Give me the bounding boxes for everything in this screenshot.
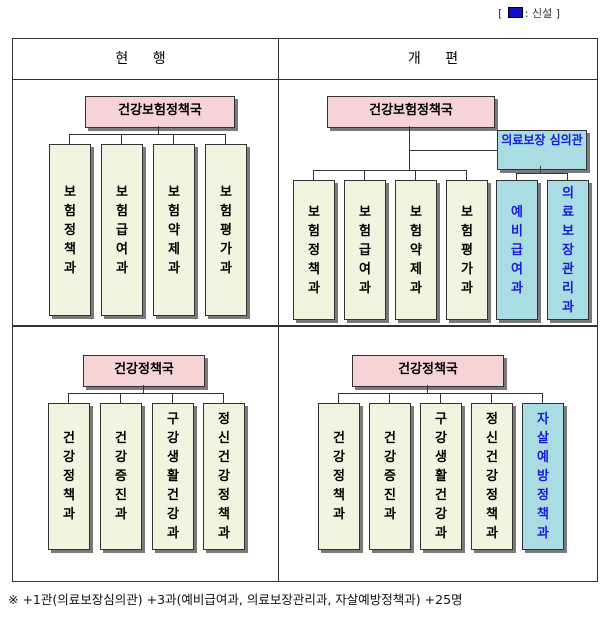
division-label: 구강생활건강과 — [435, 412, 447, 541]
division-label: 보험약제과 — [410, 204, 422, 296]
connector — [409, 150, 497, 151]
division-box: 보험급여과 — [344, 180, 386, 320]
header-divider — [13, 79, 597, 80]
division-box: 보험급여과 — [101, 144, 143, 316]
division-label: 구강생활건강과 — [167, 412, 179, 541]
connector — [540, 166, 541, 173]
bureau-health-policy-reorg: 건강정책국 — [352, 355, 504, 387]
connector — [567, 173, 568, 180]
new-division-box: 예비급여과 — [496, 180, 538, 320]
legend-label: : 신설 — [524, 7, 553, 20]
division-label: 정신건강정책과 — [218, 412, 230, 541]
division-box: 건강정책과 — [318, 403, 360, 550]
connector — [172, 393, 173, 403]
division-label: 건강증진과 — [115, 431, 127, 522]
connector — [69, 134, 226, 135]
connector — [313, 170, 466, 171]
connector — [223, 393, 224, 403]
division-label: 보험평가과 — [461, 204, 473, 296]
connector — [542, 393, 543, 403]
connector — [409, 126, 410, 170]
division-label: 보험정책과 — [308, 204, 320, 296]
connector — [68, 393, 69, 403]
division-box: 건강정책과 — [48, 403, 90, 550]
division-box: 보험약제과 — [153, 144, 195, 316]
division-box: 보험약제과 — [395, 180, 437, 320]
division-box: 건강증진과 — [369, 403, 411, 550]
header-current: 현 행 — [115, 51, 176, 67]
connector — [338, 393, 339, 403]
division-label: 건강정책과 — [333, 431, 345, 522]
connector — [158, 126, 159, 134]
legend: [ : 신설 ] — [498, 6, 608, 22]
connector — [173, 134, 174, 144]
division-box: 구강생활건강과 — [420, 403, 462, 550]
division-label: 예비급여과 — [511, 204, 523, 296]
connector — [68, 393, 224, 394]
division-label: 의료보장관리과 — [562, 185, 574, 315]
division-box: 보험평가과 — [205, 144, 247, 316]
footnote: ※ +1관(의료보장심의관) +3과(예비급여과, 의료보장관리과, 자살예방정… — [8, 592, 463, 607]
connector — [491, 393, 492, 403]
new-division-box: 자살예방정책과 — [522, 403, 564, 550]
column-divider — [278, 39, 279, 581]
comparison-table: 현 행 개 편 — [12, 38, 598, 582]
connector — [69, 134, 70, 144]
division-label: 보험급여과 — [116, 184, 128, 276]
connector — [120, 393, 121, 403]
connector — [313, 170, 314, 180]
connector — [225, 134, 226, 144]
division-label: 보험평가과 — [220, 184, 232, 276]
connector — [440, 393, 441, 403]
connector — [466, 170, 467, 180]
division-box: 보험정책과 — [49, 144, 91, 316]
legend-close-bracket: ] — [555, 7, 561, 20]
header-reorganized: 개 편 — [407, 51, 469, 67]
division-label: 보험급여과 — [359, 204, 371, 296]
section-divider — [13, 325, 597, 327]
division-label: 건강증진과 — [384, 431, 396, 522]
division-label: 자살예방정책과 — [537, 412, 549, 541]
connector — [121, 134, 122, 144]
office-medical-security: 의료보장 심의관 — [497, 130, 587, 170]
division-label: 보험약제과 — [168, 184, 180, 276]
connector — [427, 385, 428, 393]
division-label: 보험정책과 — [64, 184, 76, 276]
bureau-health-insurance-current: 건강보험정책국 — [85, 96, 235, 128]
legend-open-bracket: [ — [498, 7, 503, 20]
connector — [516, 173, 517, 180]
connector — [389, 393, 390, 403]
bureau-health-policy-current: 건강정책국 — [83, 355, 205, 387]
division-box: 정신건강정책과 — [203, 403, 245, 550]
division-box: 정신건강정책과 — [471, 403, 513, 550]
division-label: 정신건강정책과 — [486, 412, 498, 541]
division-label: 건강정책과 — [63, 431, 75, 522]
connector — [415, 170, 416, 180]
new-swatch-icon — [507, 7, 523, 18]
division-box: 건강증진과 — [100, 403, 142, 550]
division-box: 보험평가과 — [446, 180, 488, 320]
connector — [364, 170, 365, 180]
division-box: 구강생활건강과 — [152, 403, 194, 550]
connector — [143, 385, 144, 393]
connector — [516, 173, 567, 174]
division-box: 보험정책과 — [293, 180, 335, 320]
new-division-box: 의료보장관리과 — [547, 180, 589, 320]
bureau-health-insurance-reorg: 건강보험정책국 — [327, 96, 495, 128]
